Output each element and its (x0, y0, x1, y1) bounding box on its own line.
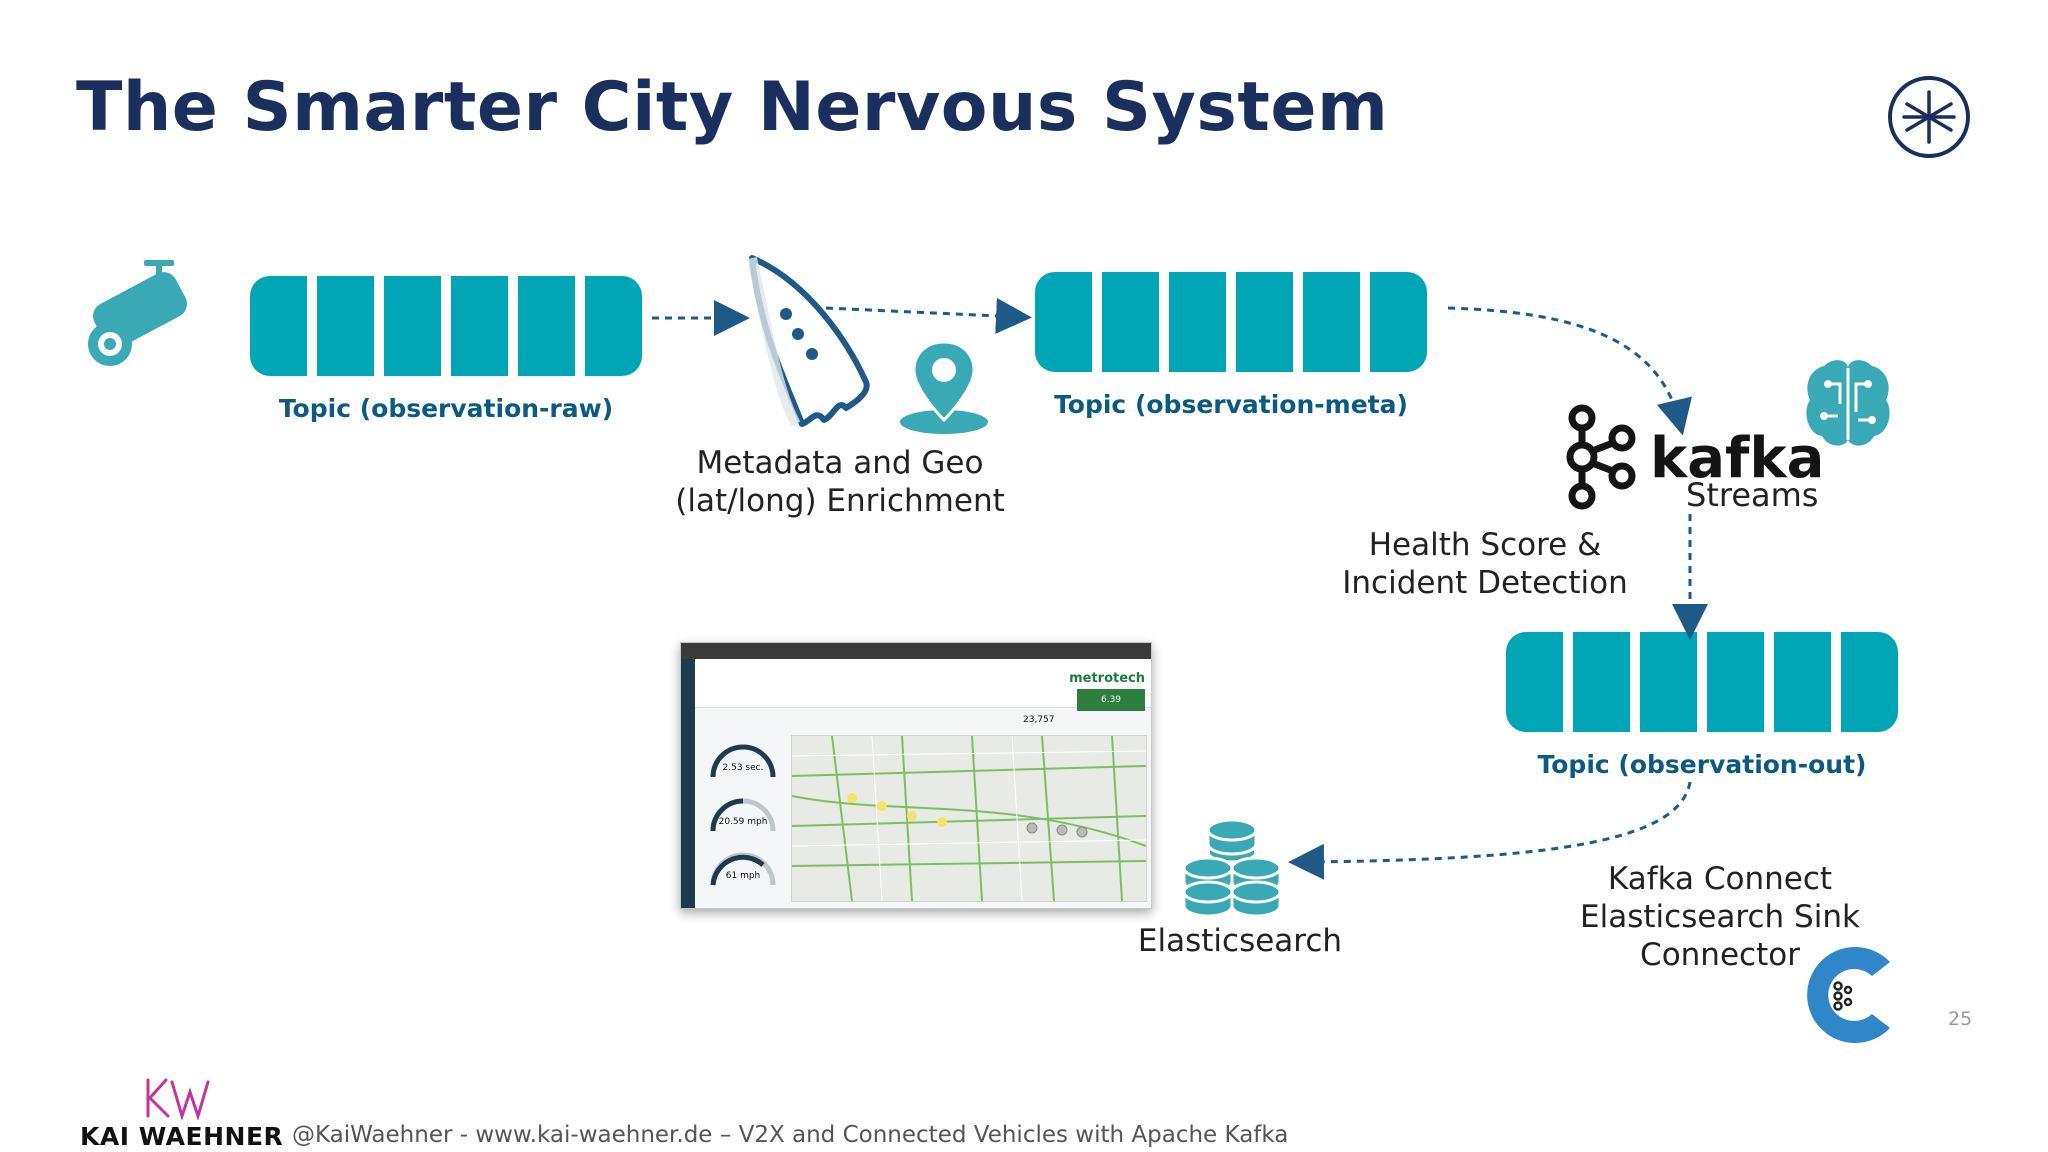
topic-label-out: Topic (observation-out) (1537, 750, 1867, 779)
footer-text: @KaiWaehner - www.kai-waehner.de – V2X a… (292, 1122, 1289, 1148)
snowflake-logo-icon (1888, 76, 1970, 158)
rocket-icon (747, 255, 870, 427)
health-caption-line1: Health Score & (1368, 527, 1602, 563)
dashboard-screenshot: metrotech 6.39 23,757 2.53 sec. 20.59 mp… (680, 642, 1152, 909)
brain-icon (1806, 360, 1890, 446)
camera-icon (88, 260, 187, 366)
gauge-value-3: 61 mph (725, 871, 761, 881)
arrow-meta-to-streams (1447, 306, 1692, 436)
topic-queue-raw (250, 276, 642, 376)
kafka-logo-icon (1566, 404, 1636, 510)
arrow-out-to-elasticsearch (1288, 781, 1692, 880)
kafka-wordmark: kafka (1650, 426, 1825, 491)
topic-label-raw: Topic (observation-raw) (278, 394, 614, 423)
dashboard-kpi-count: 23,757 (1023, 715, 1055, 725)
elasticsearch-label: Elasticsearch (1137, 923, 1343, 959)
enrichment-caption-line1: Metadata and Geo (696, 445, 984, 481)
gauge-value-2: 20.59 mph (718, 817, 768, 827)
footer-brand: KAI WAEHNER (80, 1122, 284, 1151)
kafka-connect-line1: Kafka Connect (1607, 861, 1833, 897)
kafka-connect-line3: Connector (1640, 937, 1800, 973)
enrichment-caption-line2: (lat/long) Enrichment (675, 483, 1005, 519)
slide-title: The Smarter City Nervous System (76, 68, 1389, 147)
health-caption-line2: Incident Detection (1342, 565, 1628, 601)
kafka-connect-caption: Kafka Connect Elasticsearch Sink Connect… (1540, 860, 1900, 974)
dashboard-map (791, 735, 1147, 902)
confluent-logo-icon (1807, 947, 1890, 1043)
gauge-value-1: 2.53 sec. (722, 763, 764, 773)
arrow-enrichment-to-meta (825, 297, 1032, 334)
page-number: 25 (1948, 1008, 1973, 1030)
kafka-streams-label: Streams (1686, 476, 1819, 514)
database-icon (1182, 818, 1282, 918)
topic-label-meta: Topic (observation-meta) (1054, 390, 1408, 419)
enrichment-caption: Metadata and Geo (lat/long) Enrichment (640, 444, 1040, 520)
dashboard-brand: metrotech (1069, 671, 1145, 686)
dashboard-gauges (710, 744, 776, 886)
browser-bar (681, 643, 1151, 659)
dashboard-header (695, 659, 1151, 708)
dashboard-sidebar (681, 659, 695, 908)
location-pin-icon (900, 340, 988, 434)
topic-queue-meta (1035, 272, 1427, 372)
topic-queue-out (1506, 632, 1898, 732)
health-caption: Health Score & Incident Detection (1320, 526, 1650, 602)
kw-logo-icon (146, 1078, 210, 1120)
kafka-connect-line2: Elasticsearch Sink (1580, 899, 1860, 935)
dashboard-kpi-box: 6.39 (1077, 689, 1145, 711)
